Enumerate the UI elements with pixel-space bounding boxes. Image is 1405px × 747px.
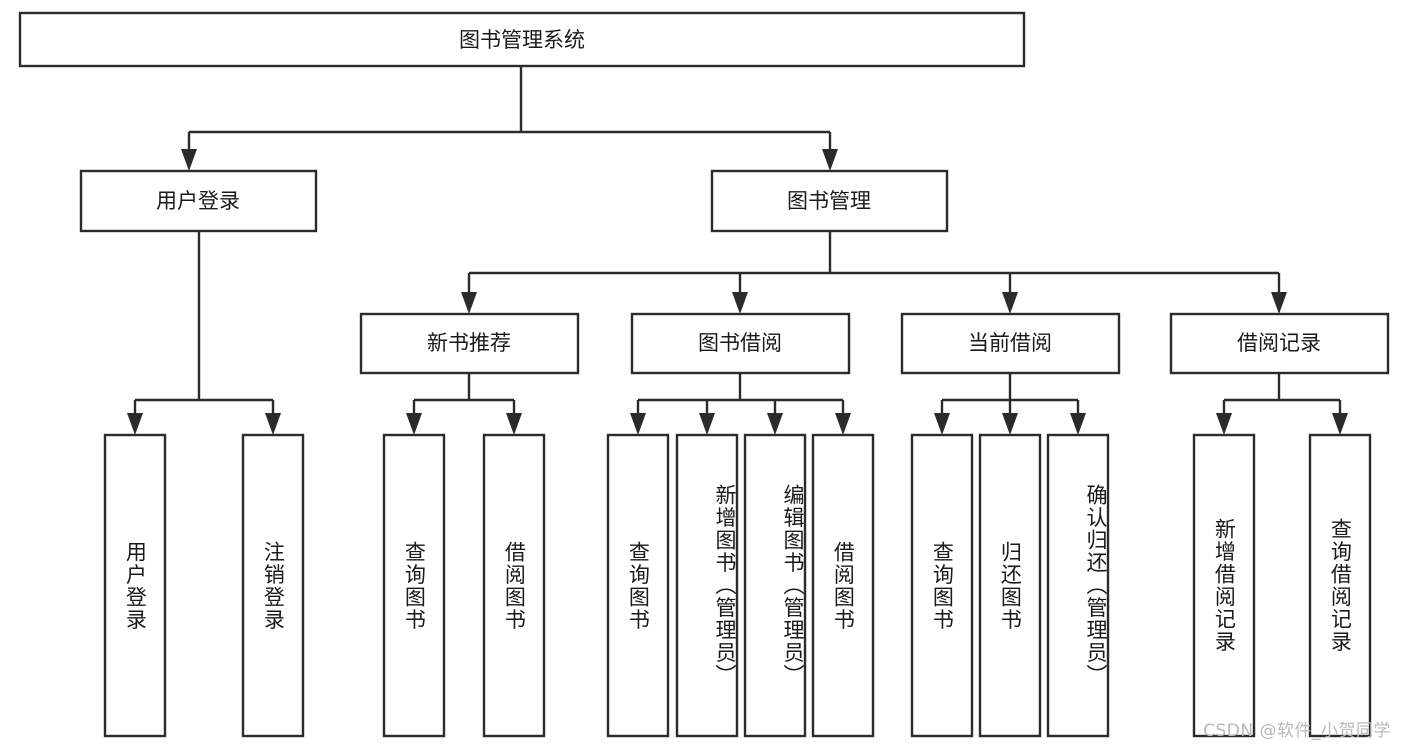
arrow-head-current-borrow — [1002, 292, 1018, 314]
node-user-login-label: 用户登录 — [156, 189, 240, 213]
leaf-box-record-add[interactable] — [1192, 433, 1256, 738]
arrow-head-current-leaf-2 — [1002, 413, 1018, 435]
leaf-box-recommend-query-book[interactable] — [382, 433, 446, 738]
leaf-box-borrow-lend-book[interactable] — [811, 433, 875, 738]
arrow-head-user-login — [181, 149, 197, 171]
node-book-borrow[interactable]: 图书借阅 — [630, 312, 851, 375]
arrow-head-leaf-logout — [265, 413, 281, 435]
node-root-system[interactable]: 图书管理系统 — [18, 11, 1026, 68]
watermark-text: CSDN @软件_小贺同学 — [1203, 721, 1391, 741]
node-borrow-record[interactable]: 借阅记录 — [1169, 312, 1390, 375]
node-root-system-label: 图书管理系统 — [459, 28, 585, 52]
connector-layer — [127, 66, 1348, 435]
leaf-box-record-query[interactable] — [1308, 433, 1372, 738]
node-book-borrow-label: 图书借阅 — [698, 331, 782, 355]
arrow-head-recommend-leaf-2 — [506, 413, 522, 435]
arrow-head-new-book-recommend — [461, 292, 477, 314]
arrow-head-leaf-user-login — [127, 413, 143, 435]
node-user-login[interactable]: 用户登录 — [79, 169, 318, 233]
arrow-head-borrow-leaf-3 — [767, 413, 783, 435]
node-new-book-recommend-label: 新书推荐 — [427, 331, 511, 355]
arrow-head-record-leaf-2 — [1332, 413, 1348, 435]
arrow-head-current-leaf-1 — [934, 413, 950, 435]
leaf-box-logout[interactable] — [241, 433, 305, 738]
node-current-borrow[interactable]: 当前借阅 — [900, 312, 1121, 375]
arrow-head-borrow-leaf-2 — [699, 413, 715, 435]
node-new-book-recommend[interactable]: 新书推荐 — [359, 312, 580, 375]
arrow-head-record-leaf-1 — [1216, 413, 1232, 435]
node-layer: 图书管理系统 用户登录 图书管理 新书推荐 图书借阅 当前 — [18, 11, 1390, 738]
leaf-box-current-query-book[interactable] — [910, 433, 974, 738]
arrow-head-book-borrow — [732, 292, 748, 314]
leaf-box-current-confirm-return[interactable] — [1046, 433, 1110, 738]
arrow-head-borrow-leaf-4 — [835, 413, 851, 435]
leaf-box-recommend-borrow-book[interactable] — [482, 433, 546, 738]
node-borrow-record-label: 借阅记录 — [1237, 331, 1321, 355]
leaf-box-current-return-book[interactable] — [978, 433, 1042, 738]
arrow-head-borrow-leaf-1 — [630, 413, 646, 435]
leaf-box-borrow-edit-book[interactable] — [743, 433, 807, 738]
leaf-box-borrow-query-book[interactable] — [606, 433, 670, 738]
arrow-head-book-manage — [822, 149, 838, 171]
arrow-head-recommend-leaf-1 — [406, 413, 422, 435]
arrow-head-current-leaf-3 — [1070, 413, 1086, 435]
node-current-borrow-label: 当前借阅 — [968, 331, 1052, 355]
leaf-box-borrow-add-book[interactable] — [675, 433, 739, 738]
arrow-head-borrow-record — [1271, 292, 1287, 314]
leaf-box-user-login[interactable] — [103, 433, 167, 738]
node-book-management-label: 图书管理 — [787, 189, 871, 213]
node-book-management[interactable]: 图书管理 — [710, 169, 949, 233]
